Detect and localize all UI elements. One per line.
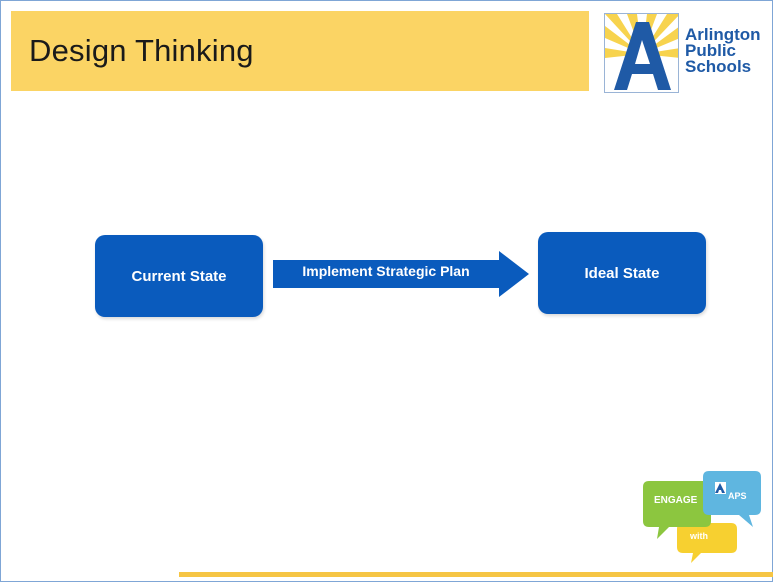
logo-line-2: Public xyxy=(685,41,737,60)
transition-arrow xyxy=(273,251,529,297)
logo-line-3: Schools xyxy=(685,57,752,76)
school-logo: Arlington Public Schools xyxy=(599,11,773,95)
aps-label: APS xyxy=(728,491,747,501)
title-band: Design Thinking xyxy=(11,11,589,91)
arrow-label: Implement Strategic Plan xyxy=(302,263,470,279)
current-state-label: Current State xyxy=(131,267,227,285)
bottom-accent-line xyxy=(179,572,773,577)
logo-text: Arlington Public Schools xyxy=(685,25,761,76)
ideal-state-node: Ideal State xyxy=(538,232,706,314)
logo-mark-icon xyxy=(604,13,679,93)
with-label: with xyxy=(690,531,708,541)
current-state-node: Current State xyxy=(95,235,263,317)
engage-with-aps-badge-icon xyxy=(643,471,761,563)
ideal-state-label: Ideal State xyxy=(584,264,660,282)
logo-line-1: Arlington xyxy=(685,25,761,44)
sunburst-a-icon xyxy=(605,14,678,92)
engage-label: ENGAGE xyxy=(654,495,698,506)
slide-title: Design Thinking xyxy=(29,33,254,68)
